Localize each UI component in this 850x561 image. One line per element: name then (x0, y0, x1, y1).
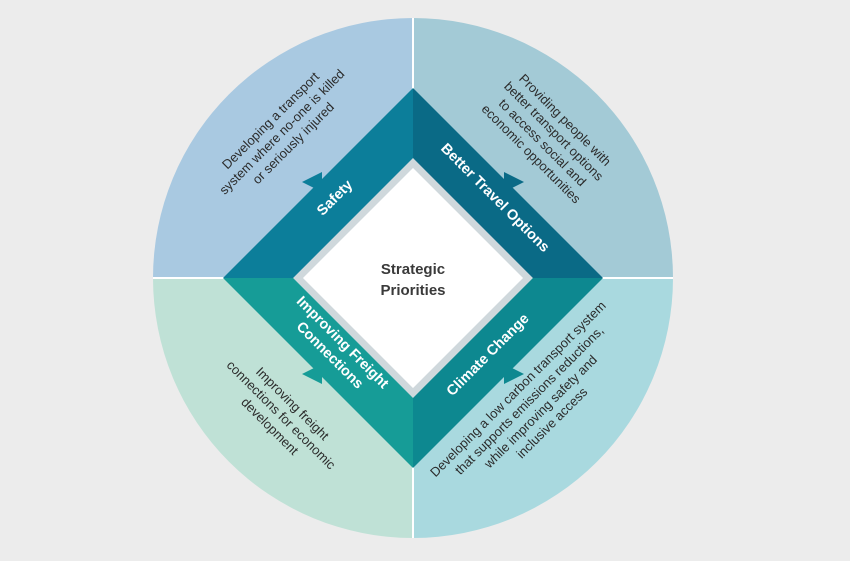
center-diamond (293, 158, 533, 398)
arrow-travel (504, 172, 524, 192)
arrow-safety (302, 172, 322, 192)
arrow-freight (302, 364, 322, 384)
arrow-climate (504, 364, 524, 384)
center-title-line1: Strategic (381, 261, 445, 278)
center-title-line2: Priorities (380, 282, 445, 299)
